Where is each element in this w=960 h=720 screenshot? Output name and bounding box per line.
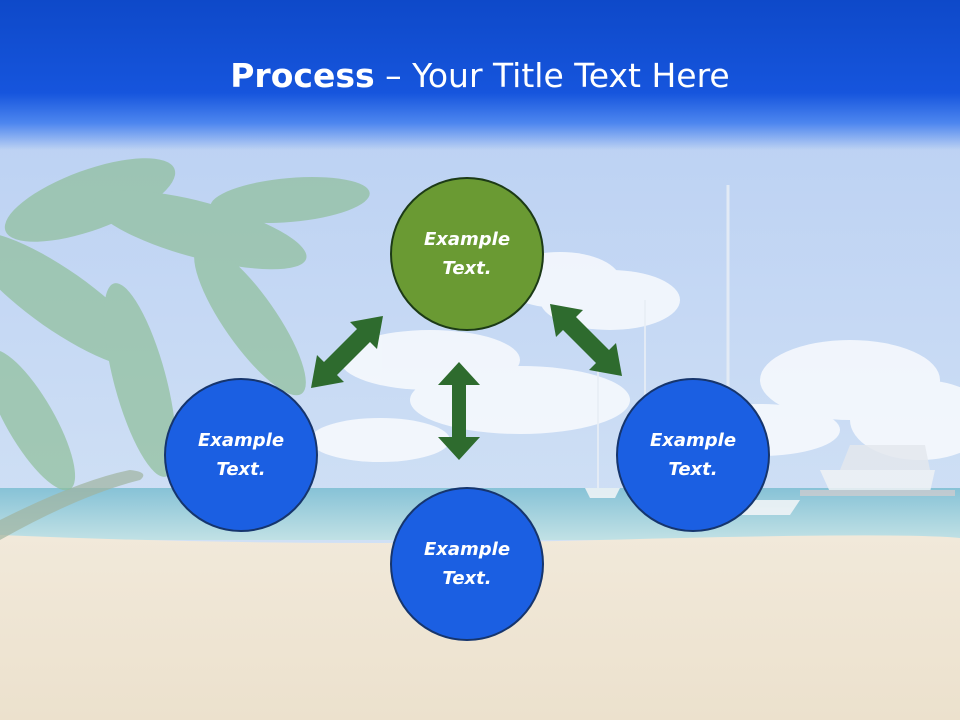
node-top: Example Text.	[390, 177, 544, 331]
node-left-label: Example Text.	[197, 430, 285, 480]
node-right: Example Text.	[616, 378, 770, 532]
arrow-group	[311, 304, 622, 460]
arrow-top-bottom	[438, 362, 480, 460]
node-bottom-label: Example Text.	[423, 539, 511, 589]
title-bold: Process	[230, 56, 375, 95]
node-top-label: Example Text.	[423, 229, 511, 279]
title-rest: Your Title Text Here	[412, 56, 730, 95]
title-dash: –	[374, 56, 413, 95]
node-bottom: Example Text.	[390, 487, 544, 641]
slide-title: Process – Your Title Text Here	[0, 54, 960, 98]
arrow-top-right	[550, 304, 622, 376]
node-left: Example Text.	[164, 378, 318, 532]
node-right-label: Example Text.	[649, 430, 737, 480]
palm-tree	[0, 158, 370, 540]
title-bar: Process – Your Title Text Here	[0, 0, 960, 150]
arrow-top-left	[311, 316, 383, 388]
